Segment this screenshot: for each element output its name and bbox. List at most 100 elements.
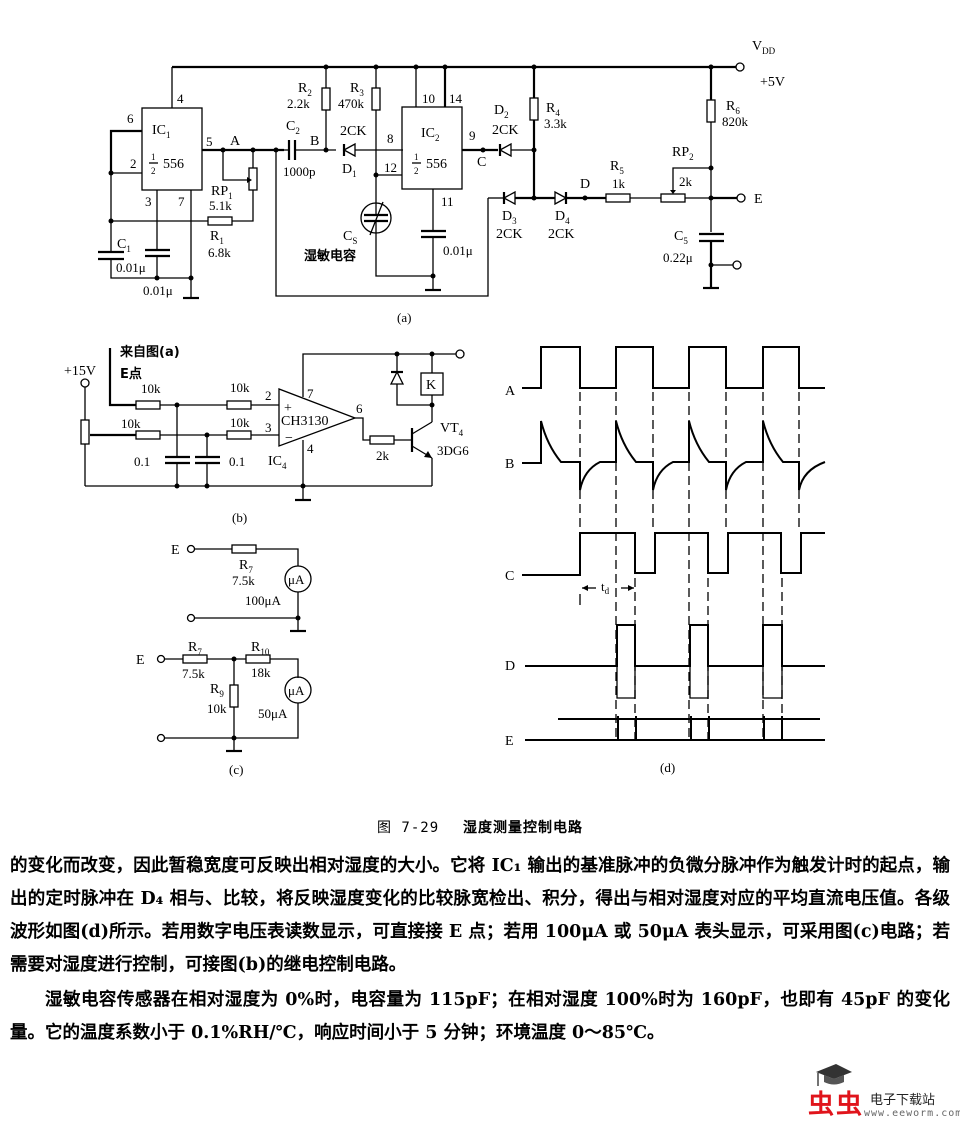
cap2-value: 0.1 <box>229 454 245 469</box>
eeworm-watermark[interactable]: 虫虫 电子下载站 www.eeworm.com <box>808 1062 960 1124</box>
resistor-in3 <box>135 430 161 440</box>
ground-terminal <box>732 260 742 270</box>
signal-b-label: B <box>505 457 514 472</box>
rp2-label: RP2 <box>672 145 694 162</box>
cs-label: CS <box>343 229 357 246</box>
td-label: td <box>601 579 610 596</box>
c-top-input-label: E <box>171 543 180 558</box>
d1-type: 2CK <box>340 124 366 139</box>
timing-diagram-d: A B C D E td <box>505 346 826 775</box>
diode-d4 <box>554 190 568 206</box>
ic2-label: IC2 <box>421 126 440 143</box>
flyback-diode <box>389 370 405 385</box>
d4-label: D4 <box>555 209 570 226</box>
c5-label: C5 <box>674 229 688 246</box>
body-text: 的变化而改变，因此暂稳宽度可反映出相对湿度的大小。它将 IC₁ 输出的基准脉冲的… <box>10 850 950 1050</box>
figure-caption: 图 7-29 湿度测量控制电路 <box>0 817 960 837</box>
schematic-b: 来自图(a) E点 +15V 10k 10k 10k 10k 0.1 <box>64 344 469 525</box>
node-c-label: C <box>477 155 486 170</box>
signal-e-label: E <box>505 734 514 749</box>
output-e-terminal <box>736 193 746 203</box>
c-bottom-meter-label: μA <box>288 683 305 698</box>
ic1-box <box>141 107 203 191</box>
ic2-half-den: 2 <box>414 166 419 176</box>
resistor-r3 <box>371 87 381 111</box>
ic1-pin7: 7 <box>178 194 185 209</box>
ic2-pin9: 9 <box>469 128 476 143</box>
r6-value: 820k <box>722 114 749 129</box>
c-top-input-terminal <box>186 544 196 554</box>
supply-15v: +15V <box>64 364 96 379</box>
rp1-value: 5.1k <box>209 198 232 213</box>
brand-name: 虫虫 <box>808 1090 865 1120</box>
r3-label: R3 <box>350 81 364 98</box>
c-bottom-r9 <box>229 684 239 708</box>
r-in4-value: 10k <box>230 415 250 430</box>
opamp-pin4: 4 <box>307 441 314 456</box>
relay-label: K <box>426 378 436 393</box>
c-bottom-ground-terminal <box>156 733 166 743</box>
c-bottom-r10-label: R10 <box>251 640 270 657</box>
resistor-in4 <box>226 430 252 440</box>
c2-label: C2 <box>286 119 300 136</box>
c-pin11-value: 0.01μ <box>443 243 473 258</box>
c-bottom-r9-value: 10k <box>207 701 227 716</box>
figure-number: 图 7-29 <box>376 820 440 836</box>
waveform-a <box>522 346 825 389</box>
c2-value: 1000p <box>283 164 316 179</box>
c1-value: 0.01μ <box>116 260 146 275</box>
c1-label: C1 <box>117 237 131 254</box>
r4-label: R4 <box>546 101 560 118</box>
waveform-d <box>525 624 825 667</box>
rp1-label: RP1 <box>211 184 233 201</box>
c-bottom-meter-range: 50μA <box>258 706 288 721</box>
ic2-pin10: 10 <box>422 91 435 106</box>
opamp-minus: − <box>285 431 293 446</box>
r-in1-value: 10k <box>141 381 161 396</box>
ic1-label: IC1 <box>152 123 171 140</box>
opamp-ch3130 <box>278 388 357 447</box>
r5-value: 1k <box>612 176 626 191</box>
node-b-label: B <box>310 134 319 149</box>
supply-terminal <box>80 378 90 388</box>
vt4-label: VT4 <box>440 421 464 438</box>
opamp-label: CH3130 <box>281 414 328 429</box>
opamp-pin6: 6 <box>356 401 363 416</box>
d2-type: 2CK <box>492 123 518 138</box>
rp2-value: 2k <box>679 174 693 189</box>
panel-d-label: (d) <box>660 760 675 775</box>
resistor-r1 <box>207 216 233 226</box>
resistor-in2 <box>226 400 252 410</box>
ic2-half-num: 1 <box>414 152 419 162</box>
r2-label: R2 <box>298 81 312 98</box>
r-base-value: 2k <box>376 448 390 463</box>
panel-a-label: (a) <box>397 310 411 325</box>
c-top-r7 <box>231 544 257 554</box>
schematic-a: VDD +5V IC1 1 2 556 4 6 2 5 3 7 R1 6.8k … <box>98 39 785 325</box>
resistor-r5 <box>605 193 631 203</box>
timing-guides <box>579 392 800 740</box>
c-top-r7-value: 7.5k <box>232 573 255 588</box>
r1-label: R1 <box>210 229 224 246</box>
ic1-pin3: 3 <box>145 194 152 209</box>
signal-c-label: C <box>505 569 514 584</box>
diode-d1 <box>342 142 356 158</box>
site-name: 电子下载站 <box>870 1093 936 1108</box>
from-point: E点 <box>120 366 142 382</box>
node-e-label: E <box>754 192 763 207</box>
c-top-meter-range: 100μA <box>245 593 281 608</box>
r1-value: 6.8k <box>208 245 231 260</box>
potentiometer-rp2 <box>660 193 686 203</box>
ic2-pin11: 11 <box>441 194 454 209</box>
waveform-c <box>522 532 825 576</box>
r-in2-value: 10k <box>230 380 250 395</box>
c1b-value: 0.01μ <box>143 283 173 298</box>
schematic-c: E R7 7.5k μA 100μA E R7 7.5k R10 18k R9 … <box>136 543 312 777</box>
d2-label: D2 <box>494 103 509 120</box>
resistor-r2 <box>321 87 331 111</box>
c-top-r7-label: R7 <box>239 558 253 575</box>
r2-value: 2.2k <box>287 96 310 111</box>
node-a-label: A <box>230 134 241 149</box>
resistor-in1 <box>135 400 161 410</box>
ic1-pin4: 4 <box>177 91 184 106</box>
